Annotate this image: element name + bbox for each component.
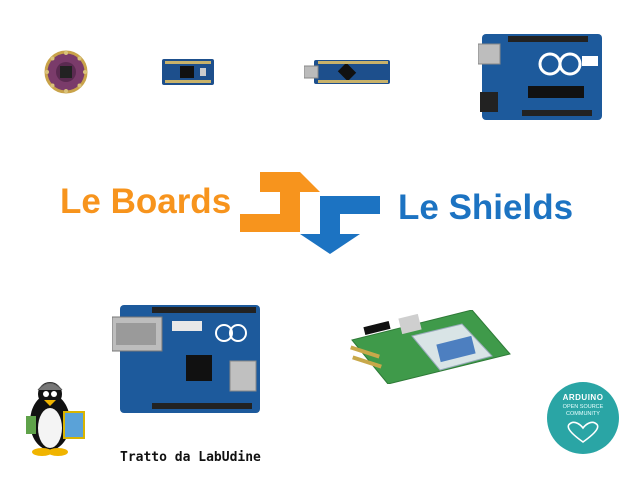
arduino-community-logo: ARDUINO OPEN SOURCE COMMUNITY [547, 382, 619, 454]
badge-line3: COMMUNITY [566, 411, 600, 417]
credit-text: Tratto da LabUdine [120, 450, 261, 465]
badge-line2: OPEN SOURCE [562, 404, 604, 410]
gsm-shield-image [350, 310, 511, 384]
lilypad-board-image [44, 50, 88, 94]
shields-title: Le Shields [398, 188, 574, 227]
exchange-arrows-icon [240, 172, 380, 254]
badge-line1: ARDUINO [562, 393, 604, 402]
mini-board-image [162, 59, 214, 85]
heart-icon [567, 421, 599, 443]
boards-title: Le Boards [60, 182, 232, 221]
tux-penguin-logo [26, 382, 85, 456]
uno-board-image [478, 34, 602, 120]
ethernet-shield-image [112, 305, 260, 413]
nano-board-image [304, 60, 390, 84]
